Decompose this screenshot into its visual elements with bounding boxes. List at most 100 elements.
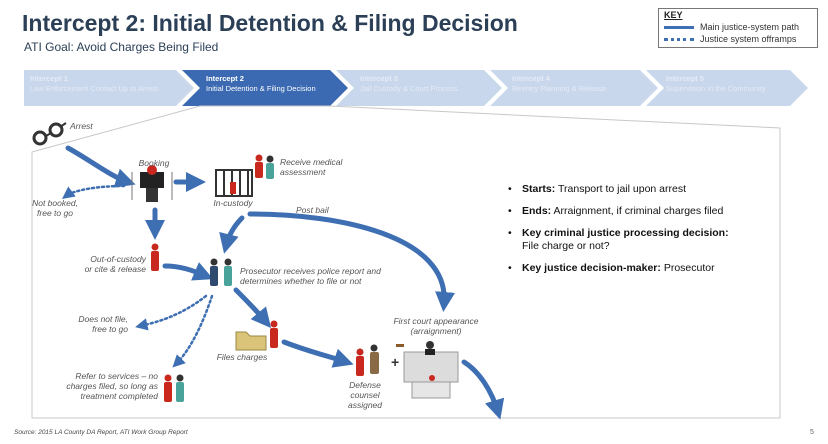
bullet-ends: Ends: Arraignment, if criminal charges f… xyxy=(508,205,808,218)
label-first-court: First court appearance (arraignment) xyxy=(380,316,492,336)
label-out-of-custody-line1: Out-of-custody xyxy=(90,254,146,264)
label-booking: Booking xyxy=(138,158,170,168)
chevron-intercept-5-text: Intercept 5 Supervision in the Community xyxy=(666,74,796,94)
path-arrest-to-booking xyxy=(65,145,136,188)
chevron-intercept-1 xyxy=(24,70,194,106)
label-receive-medical-line2: assessment xyxy=(280,167,326,177)
legend-main-path: Main justice-system path xyxy=(664,22,799,32)
chevron-intercept-5-name: Intercept 5 xyxy=(666,74,704,83)
label-out-of-custody-line2: or cite & release xyxy=(84,264,146,274)
label-does-not-file-line2: free to go xyxy=(92,324,128,334)
plus-sign: + xyxy=(391,354,400,370)
person-icon-outcustody xyxy=(151,243,159,271)
bullet-decision: Key criminal justice processing decision… xyxy=(508,227,808,253)
bullet-starts-text: Transport to jail upon arrest xyxy=(558,183,687,195)
bullet-ends-key: Ends: xyxy=(522,205,552,217)
label-prosecutor: Prosecutor receives police report and de… xyxy=(240,266,381,286)
chevron-intercept-3 xyxy=(336,70,502,106)
offramp-not-booked xyxy=(61,184,126,199)
label-defense-counsel-line1: Defense xyxy=(349,380,381,390)
label-does-not-file-line1: Does not file, xyxy=(78,314,128,324)
page-number: 5 xyxy=(810,429,814,436)
label-post-bail: Post bail xyxy=(296,205,329,215)
person-icon-prosecutor-2 xyxy=(224,258,232,286)
path-incustody-to-prosecutor xyxy=(219,215,245,254)
chevron-intercept-1-desc: Law Enforcement Contact Up to Arrest xyxy=(30,84,158,93)
label-defense-counsel-line2: counsel xyxy=(350,390,380,400)
label-receive-medical: Receive medical assessment xyxy=(280,157,342,177)
chevron-intercept-4-desc: Reentry Planning & Release xyxy=(512,84,607,93)
person-icon-defense-lawyer xyxy=(370,344,379,374)
bullet-decision-maker-key: Key justice decision-maker: xyxy=(522,262,661,274)
summary-bullets: Starts: Transport to jail upon arrest En… xyxy=(508,183,808,284)
bullet-starts: Starts: Transport to jail upon arrest xyxy=(508,183,808,196)
chevron-intercept-4-name: Intercept 4 xyxy=(512,74,550,83)
label-defense-counsel-line3: assigned xyxy=(347,400,383,410)
path-prosecutor-to-files xyxy=(233,287,272,329)
bullet-decision-text: File charge or not? xyxy=(522,240,610,252)
chevron-intercept-4 xyxy=(490,70,658,106)
handcuffs-icon xyxy=(32,122,67,146)
chevron-intercept-3-name: Intercept 3 xyxy=(360,74,398,83)
legend-dotted-line-icon xyxy=(664,37,694,41)
bullet-starts-key: Starts: xyxy=(522,183,556,195)
label-refer-services-line2: charges filed, so long as xyxy=(66,381,158,391)
bullet-decision-maker-text: Prosecutor xyxy=(663,262,715,274)
legend-title: KEY xyxy=(664,10,683,20)
chevron-intercept-3-text: Intercept 3 Jail Custody & Court Process xyxy=(360,74,490,94)
person-icon-refer-red xyxy=(164,374,172,402)
chevron-intercept-2-desc: Initial Detention & Filing Decision xyxy=(206,84,316,93)
label-receive-medical-line1: Receive medical xyxy=(280,157,343,167)
person-icon-prosecutor-1 xyxy=(210,258,218,286)
legend-solid-line-icon xyxy=(664,25,694,29)
intercept-banner xyxy=(24,70,808,106)
legend-key: KEY Main justice-system path Justice sys… xyxy=(658,8,818,48)
jail-cell-icon xyxy=(215,169,253,197)
chevron-intercept-2-name: Intercept 2 xyxy=(206,74,244,83)
bullet-decision-key: Key criminal justice processing decision… xyxy=(522,227,729,239)
bullet-ends-text: Arraignment, if criminal charges filed xyxy=(553,205,724,217)
path-files-to-defense xyxy=(281,339,354,368)
chevron-intercept-1-name: Intercept 1 xyxy=(30,74,68,83)
label-defense-counsel: Defense counsel assigned xyxy=(340,380,390,410)
person-icon-medical-teal xyxy=(266,155,274,179)
person-icon-refer-teal xyxy=(176,374,184,402)
label-files-charges: Files charges xyxy=(216,352,268,362)
person-icon-defense-red xyxy=(356,348,364,376)
legend-main-path-label: Main justice-system path xyxy=(700,22,800,32)
chevron-intercept-5 xyxy=(646,70,808,106)
page-subtitle: ATI Goal: Avoid Charges Being Filed xyxy=(24,40,219,54)
person-icon-medical-red xyxy=(255,154,263,178)
label-not-booked: Not booked, free to go xyxy=(20,198,90,218)
label-refer-services-line1: Refer to services – no xyxy=(75,371,158,381)
offramp-refer-services xyxy=(172,294,214,368)
content-panel-outline xyxy=(31,105,781,419)
page-title: Intercept 2: Initial Detention & Filing … xyxy=(22,10,518,36)
offramp-paths xyxy=(61,184,214,368)
label-prosecutor-line1: Prosecutor receives police report and xyxy=(240,266,381,276)
main-paths xyxy=(65,145,505,420)
chevron-intercept-2-text: Intercept 2 Initial Detention & Filing D… xyxy=(206,74,336,94)
label-arrest: Arrest xyxy=(70,121,93,131)
label-first-court-line2: (arraignment) xyxy=(410,326,462,336)
label-refer-services: Refer to services – no charges filed, so… xyxy=(30,371,158,401)
label-first-court-line1: First court appearance xyxy=(393,316,479,326)
label-prosecutor-line2: determines whether to file or not xyxy=(240,276,362,286)
bullet-decision-maker: Key justice decision-maker: Prosecutor xyxy=(508,262,808,275)
chevron-intercept-4-text: Intercept 4 Reentry Planning & Release xyxy=(512,74,642,94)
chevron-intercept-3-desc: Jail Custody & Court Process xyxy=(360,84,458,93)
label-does-not-file: Does not file, free to go xyxy=(40,314,128,334)
label-in-custody: In-custody xyxy=(213,198,253,208)
chevron-intercept-2 xyxy=(182,70,348,106)
offramp-does-not-file xyxy=(135,294,208,331)
legend-offramps-label: Justice system offramps xyxy=(700,34,797,44)
label-refer-services-line3: treatment completed xyxy=(80,391,158,401)
label-not-booked-line1: Not booked, xyxy=(32,198,78,208)
chevron-intercept-5-desc: Supervision in the Community xyxy=(666,84,766,93)
booking-camera-icon xyxy=(131,165,173,202)
chevron-intercept-1-text: Intercept 1 Law Enforcement Contact Up t… xyxy=(30,74,180,94)
path-court-out xyxy=(461,359,505,420)
legend-offramps: Justice system offramps xyxy=(664,34,796,44)
source-note: Source: 2015 LA County DA Report, ATI Wo… xyxy=(14,429,188,436)
